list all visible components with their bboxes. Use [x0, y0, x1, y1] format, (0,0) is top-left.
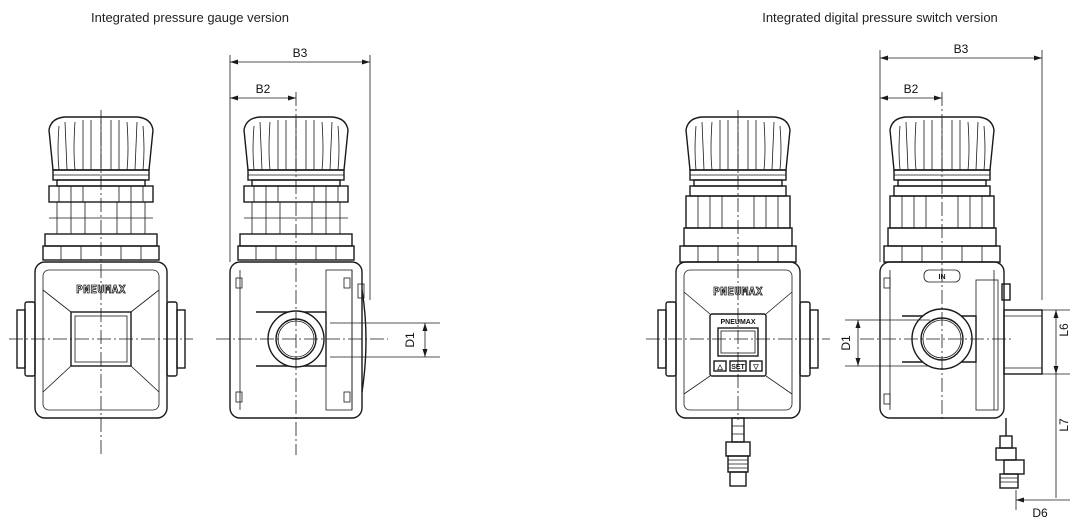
- dim-d6: D6: [1032, 506, 1048, 520]
- dim-b2-switch: B2: [904, 82, 919, 96]
- dim-d1-switch: D1: [839, 335, 853, 351]
- gauge-front-view: PNEUMAX: [9, 110, 193, 455]
- switch-up-button: △: [716, 364, 723, 371]
- switch-side-view: IN: [860, 92, 1043, 489]
- switch-set-button: SET: [731, 364, 745, 371]
- caption-gauge-version: Integrated pressure gauge version: [90, 10, 289, 25]
- switch-front-view: PNEUMAX PNEUMAX △ SET ▽: [646, 110, 830, 487]
- dimensions-gauge: B3 B2 D1: [229, 46, 440, 358]
- gauge-side-view: [216, 92, 388, 455]
- dimensions-switch: B3 B2 D1 L6 L7 D6: [839, 42, 1070, 520]
- dim-l6: L6: [1057, 323, 1070, 337]
- dim-d1-gauge: D1: [403, 332, 417, 348]
- dim-b3-gauge: B3: [293, 46, 308, 60]
- switch-down-button: ▽: [752, 364, 759, 371]
- dim-l7: L7: [1057, 418, 1070, 432]
- dim-b3-switch: B3: [954, 42, 969, 56]
- switch-brand-label: PNEUMAX: [720, 319, 755, 326]
- dim-b2-gauge: B2: [256, 82, 271, 96]
- caption-switch-version: Integrated digital pressure switch versi…: [762, 10, 998, 25]
